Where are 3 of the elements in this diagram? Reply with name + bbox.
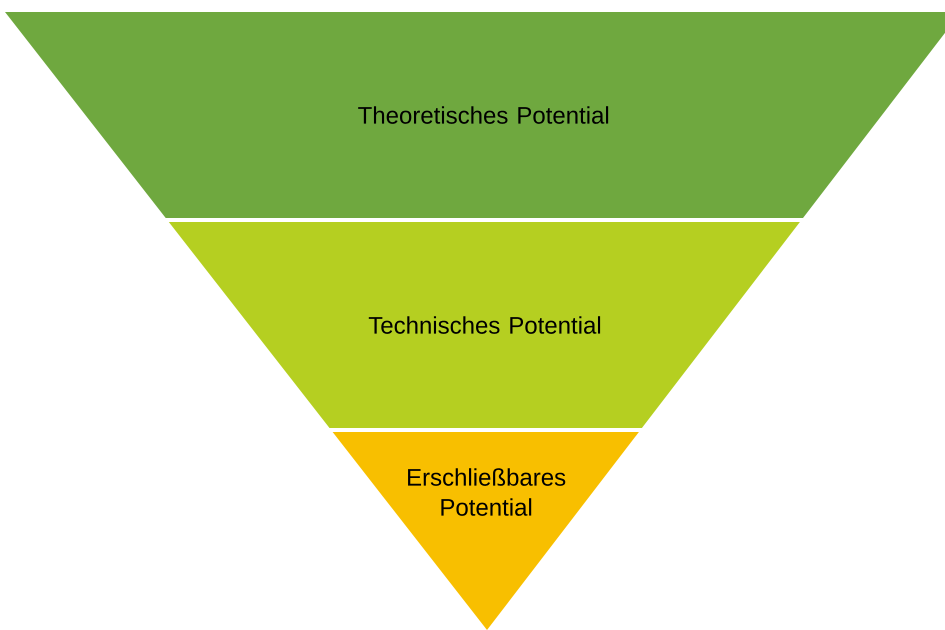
pyramid-band: Theoretisches Potential	[5, 12, 945, 218]
pyramid-band: Erschließbares Potential	[332, 432, 639, 630]
pyramid-band: Technisches Potential	[168, 222, 800, 428]
